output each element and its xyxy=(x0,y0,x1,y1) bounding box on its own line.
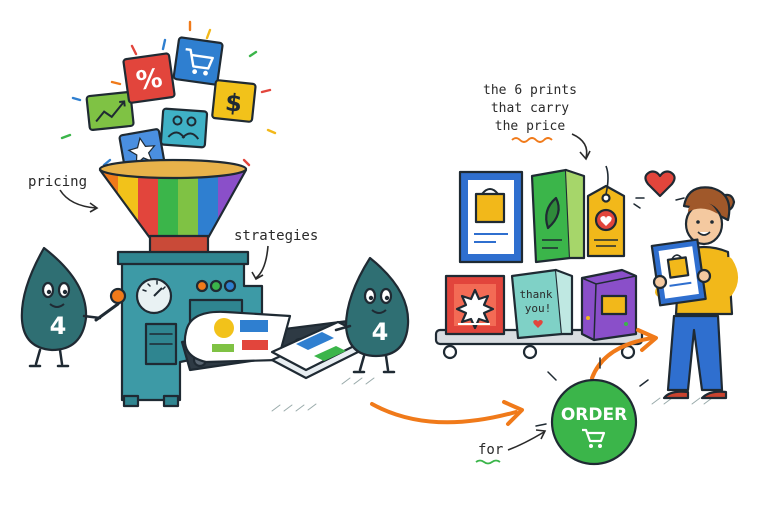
shopping-cart-icon xyxy=(172,36,224,86)
cart-icon xyxy=(582,428,606,448)
print-poster-bag xyxy=(458,170,524,264)
percent-tag-icon: % xyxy=(122,52,176,104)
strategies-label: strategies xyxy=(234,228,318,244)
crank-knob xyxy=(109,287,127,305)
prints-annotation: the 6 prints that carry the price xyxy=(483,83,591,161)
percent-symbol: % xyxy=(134,63,164,96)
pricing-arrow xyxy=(59,189,97,209)
print-card-burst xyxy=(444,274,506,336)
heart-icon xyxy=(633,170,685,209)
pricing-label: pricing xyxy=(28,174,87,190)
prints-label-line1: the 6 prints xyxy=(483,83,577,98)
print-product-box xyxy=(580,268,638,342)
people-group-icon xyxy=(159,107,209,149)
print-brochure-leaf xyxy=(530,168,586,264)
mascot-left-number: 4 xyxy=(50,312,67,340)
prints-label-line2: that carry xyxy=(491,101,569,116)
mascot-left: 4 xyxy=(20,246,102,368)
rainbow-funnel xyxy=(98,158,248,260)
prints-label-line3: the price xyxy=(495,119,566,134)
mascot-right: 4 xyxy=(334,256,410,374)
indicator-light-blue xyxy=(223,279,237,293)
mascot-right-number: 4 xyxy=(372,318,389,346)
for-underline xyxy=(475,459,501,465)
order-button[interactable]: ORDER xyxy=(535,357,649,466)
pressure-gauge xyxy=(135,277,173,315)
flow-arrow-to-customer xyxy=(590,328,658,380)
print-thank-you-card: thank you! xyxy=(510,268,574,340)
confetti-marks xyxy=(60,20,277,167)
indicator-light-green xyxy=(209,279,223,293)
indicator-light-orange xyxy=(195,279,209,293)
held-print-poster xyxy=(650,238,707,307)
print-hang-tag xyxy=(586,165,626,258)
dollar-symbol: $ xyxy=(224,88,244,118)
dollar-tag-icon: $ xyxy=(211,79,257,123)
strategies-arrow xyxy=(255,245,269,279)
printed-sheet-curling xyxy=(183,310,292,364)
printed-sheet-stack xyxy=(270,320,372,380)
growth-chart-icon xyxy=(85,90,135,132)
for-arrow xyxy=(507,431,545,451)
order-button-label: ORDER xyxy=(561,405,627,425)
flow-arrow-to-order xyxy=(370,400,524,426)
for-label: for xyxy=(478,442,503,458)
thank-you-card-line1: thank xyxy=(519,288,552,301)
thank-you-card-line2: you! xyxy=(525,302,552,315)
